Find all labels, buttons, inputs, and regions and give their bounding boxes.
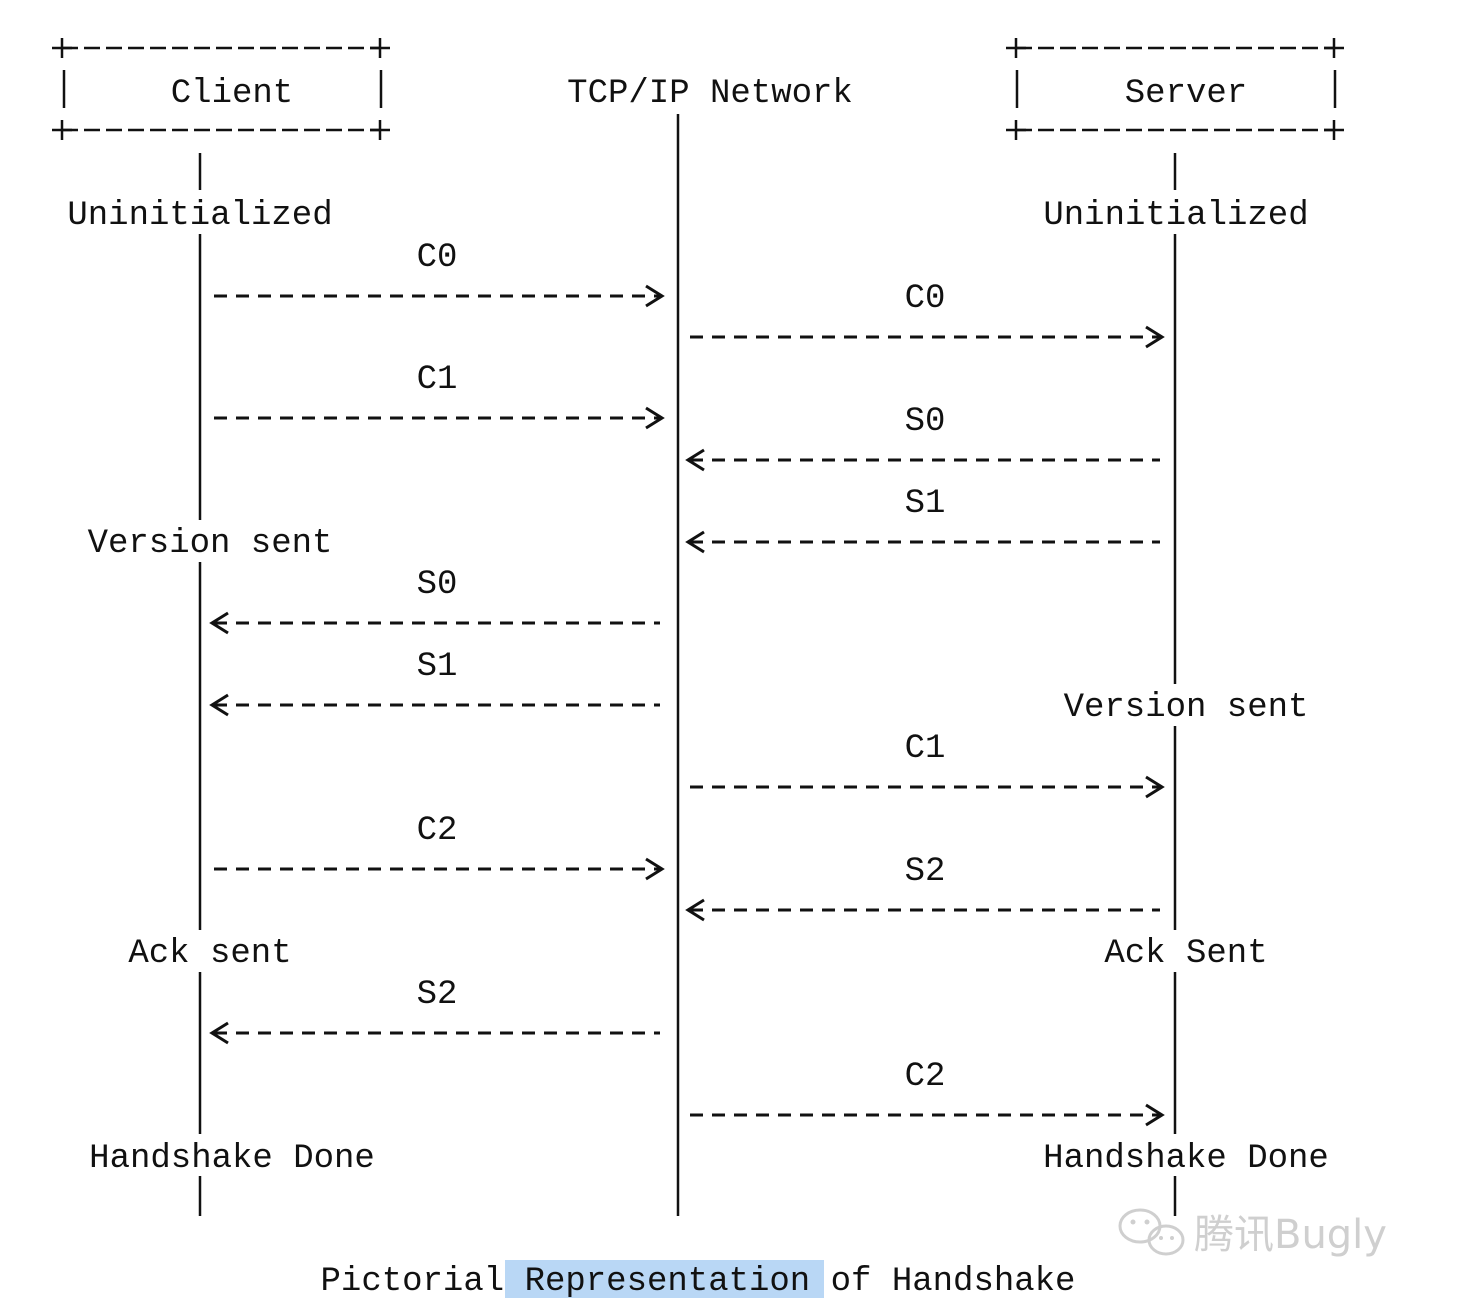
wechat-icon (1118, 1208, 1185, 1256)
server-message-label-5: C2 (905, 1058, 946, 1096)
server-message-label-2: S1 (905, 485, 946, 523)
server-message-label-3: C1 (905, 730, 946, 768)
server-message-label-0: C0 (905, 280, 946, 318)
watermark: 腾讯Bugly (1118, 1208, 1387, 1258)
arrow-right-icon (1145, 775, 1165, 799)
arrow-right-icon (1145, 1103, 1165, 1127)
caption-highlighted: Representation (525, 1263, 811, 1301)
client-message-3: S1 (209, 648, 660, 717)
server-state-version-sent: Version sent (1064, 689, 1309, 727)
server-message-0: C0 (690, 280, 1165, 349)
client-state-handshake-done: Handshake Done (89, 1140, 375, 1178)
client-message-1: C1 (214, 361, 665, 430)
client-state-version-sent: Version sent (88, 525, 333, 563)
server-state-handshake-done: Handshake Done (1043, 1140, 1329, 1178)
client-box: Client (52, 38, 390, 140)
server-box: Server (1006, 38, 1344, 140)
server-message-5: C2 (690, 1058, 1165, 1127)
caption-after: of Handshake (810, 1263, 1075, 1301)
server-label: Server (1125, 75, 1247, 113)
client-message-label-3: S1 (417, 648, 458, 686)
client-state-ack-sent: Ack sent (128, 935, 291, 973)
client-message-label-0: C0 (417, 239, 458, 277)
client-message-0: C0 (214, 239, 665, 308)
client-message-label-2: S0 (417, 566, 458, 604)
client-message-4: C2 (214, 812, 665, 881)
client-message-label-4: C2 (417, 812, 458, 850)
client-label: Client (171, 75, 293, 113)
arrow-left-icon (685, 898, 705, 922)
client-message-5: S2 (209, 976, 660, 1045)
client-message-label-1: C1 (417, 361, 458, 399)
caption: Pictorial Representation of Handshake (321, 1263, 1076, 1301)
server-state-uninitialized: Uninitialized (1043, 197, 1308, 235)
caption-highlight (505, 1260, 824, 1298)
arrow-right-icon (1145, 325, 1165, 349)
server-message-3: C1 (690, 730, 1165, 799)
server-message-1: S0 (685, 403, 1160, 472)
caption-before: Pictorial (321, 1263, 525, 1301)
arrow-left-icon (685, 448, 705, 472)
server-message-2: S1 (685, 485, 1160, 554)
arrow-left-icon (209, 1021, 229, 1045)
server-message-label-4: S2 (905, 853, 946, 891)
client-state-uninitialized: Uninitialized (67, 197, 332, 235)
arrow-right-icon (645, 284, 665, 308)
watermark-text: 腾讯Bugly (1194, 1212, 1387, 1258)
arrow-left-icon (685, 530, 705, 554)
server-message-label-1: S0 (905, 403, 946, 441)
arrow-left-icon (209, 693, 229, 717)
arrow-right-icon (645, 857, 665, 881)
server-state-ack-sent: Ack Sent (1104, 935, 1267, 973)
client-message-2: S0 (209, 566, 660, 635)
arrow-right-icon (645, 406, 665, 430)
network-label: TCP/IP Network (567, 75, 853, 113)
client-message-label-5: S2 (417, 976, 458, 1014)
arrow-left-icon (209, 611, 229, 635)
server-message-4: S2 (685, 853, 1160, 922)
